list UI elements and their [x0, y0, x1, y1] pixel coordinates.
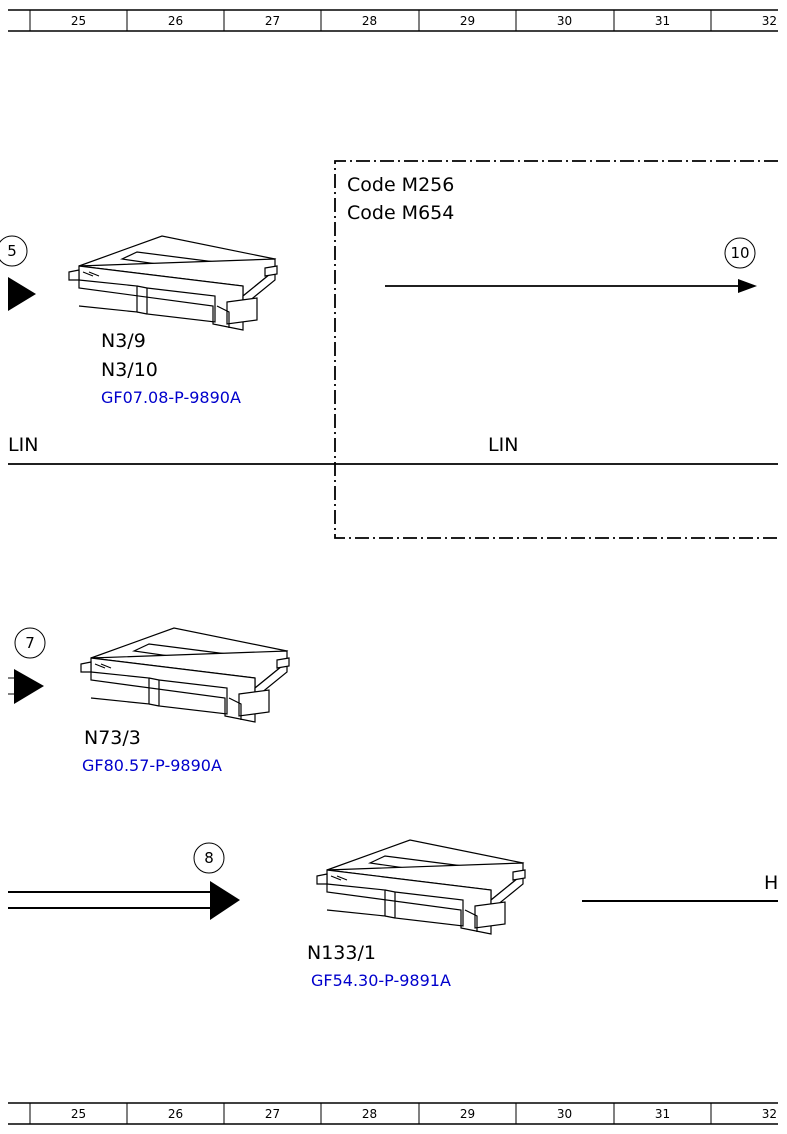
- off-page-circle-7: [14, 627, 46, 659]
- ruler-col-28: 28: [361, 1107, 378, 1121]
- ruler-col-25: 25: [70, 1107, 87, 1121]
- ruler-col-32: 32: [761, 1107, 777, 1121]
- component-id-n73-3: N73/3: [84, 727, 141, 749]
- top-ruler: [8, 9, 778, 32]
- lin-bus-label-left: LIN: [8, 434, 39, 456]
- off-page-ref-5: 5: [7, 242, 17, 260]
- ruler-col-31: 31: [654, 14, 671, 28]
- control-unit-n133-1-icon: [316, 839, 526, 935]
- off-page-ref-8: 8: [204, 849, 214, 867]
- off-page-ref-7: 7: [25, 634, 35, 652]
- doc-link-gf54-30[interactable]: GF54.30-P-9891A: [311, 971, 451, 990]
- off-page-circle-10: [724, 237, 756, 269]
- signal-arrow-bottom: [8, 881, 240, 920]
- ruler-col-30: 30: [556, 1107, 573, 1121]
- ruler-col-28: 28: [361, 14, 378, 28]
- doc-link-gf80-57[interactable]: GF80.57-P-9890A: [82, 756, 222, 775]
- option-code-2: Code M654: [347, 202, 455, 224]
- option-code-box: [334, 160, 778, 539]
- option-code-1: Code M256: [347, 174, 455, 196]
- ruler-col-29: 29: [459, 1107, 476, 1121]
- lin-bus-label-right: LIN: [488, 434, 519, 456]
- doc-link-gf07-08[interactable]: GF07.08-P-9890A: [101, 388, 241, 407]
- ruler-col-27: 27: [264, 1107, 281, 1121]
- ruler-col-29: 29: [459, 14, 476, 28]
- signal-arrow-top: [8, 277, 36, 311]
- ruler-col-26: 26: [167, 1107, 184, 1121]
- off-page-circle-5: [0, 235, 28, 267]
- signal-arrow-mid: [8, 669, 44, 704]
- component-id-n133-1: N133/1: [307, 942, 376, 964]
- ruler-col-30: 30: [556, 14, 573, 28]
- component-id-n3-9: N3/9: [101, 330, 146, 352]
- ruler-col-26: 26: [167, 14, 184, 28]
- ruler-col-32: 32: [761, 14, 777, 28]
- ruler-col-27: 27: [264, 14, 281, 28]
- off-page-ref-10: 10: [730, 244, 750, 262]
- control-unit-n73-3-icon: [80, 627, 290, 723]
- off-page-circle-8: [193, 842, 225, 874]
- component-id-n3-10: N3/10: [101, 359, 158, 381]
- ruler-col-25: 25: [70, 14, 87, 28]
- ruler-col-31: 31: [654, 1107, 671, 1121]
- edge-wire-label-h: H: [764, 872, 779, 894]
- bottom-ruler: [8, 1102, 778, 1125]
- option-arrow: [385, 279, 757, 293]
- control-unit-n3-9-icon: [68, 235, 278, 331]
